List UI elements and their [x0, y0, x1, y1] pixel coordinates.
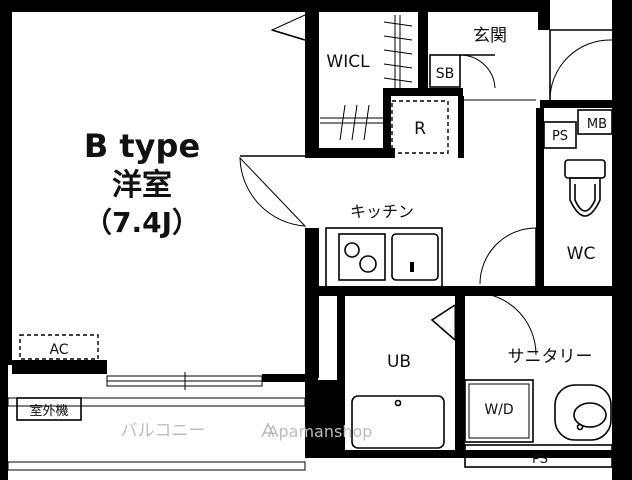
watermark: Apamanshop	[261, 422, 373, 441]
sanitary-label: サニタリー	[508, 347, 593, 367]
fixtures	[0, 14, 613, 471]
outdoor-unit-label: 室外機	[29, 403, 68, 419]
ac-label: AC	[49, 342, 68, 358]
balcony-label: バルコニー	[121, 421, 206, 441]
ub-label: UB	[387, 352, 411, 372]
western-room-label: 洋室	[112, 168, 172, 203]
room-size-label: （7.4J）	[84, 206, 200, 239]
ps-bottom-label: PS	[532, 452, 548, 467]
wicl-label: WICL	[326, 52, 370, 72]
watermark-text: Apamanshop	[268, 422, 373, 441]
apamanshop-logo-icon	[261, 422, 275, 438]
room-type-label: B type	[84, 127, 200, 165]
mb-label: MB	[587, 117, 607, 132]
wd-label: W/D	[484, 402, 513, 418]
wc-label: WC	[567, 244, 596, 264]
fridge-label: R	[414, 119, 426, 139]
entrance-label: 玄関	[473, 26, 507, 46]
ps-top-label: PS	[552, 129, 568, 144]
sb-label: SB	[436, 66, 455, 82]
kitchen-label: キッチン	[350, 202, 414, 221]
